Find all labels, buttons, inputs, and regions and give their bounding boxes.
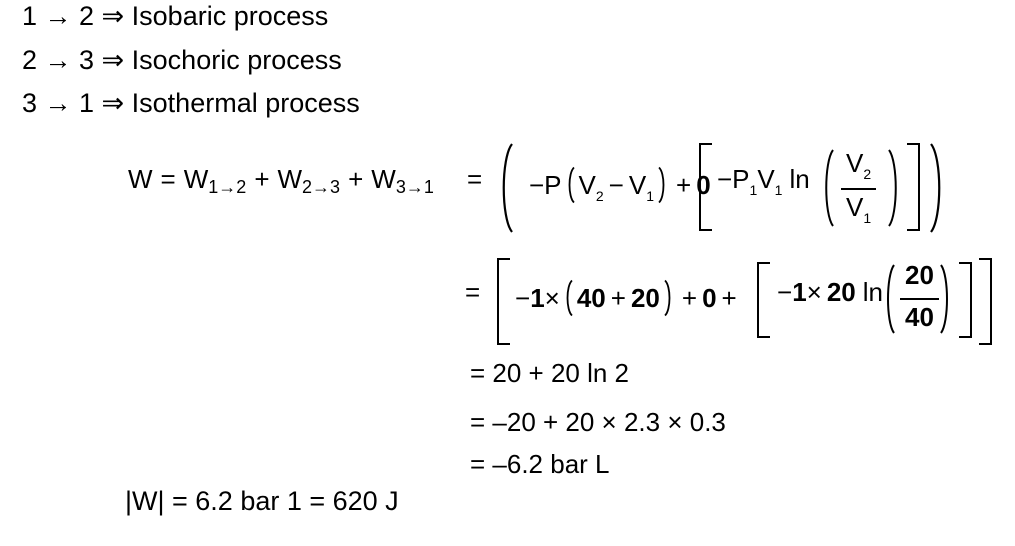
close-paren-outer bbox=[930, 143, 941, 233]
times-sign: × bbox=[544, 283, 560, 313]
process-line-isochoric: 2 → 3 ⇒ Isochoric process bbox=[22, 45, 342, 75]
fraction-bar bbox=[900, 298, 939, 300]
minus-sign: − bbox=[608, 170, 624, 200]
work-decomposition: W=W1→2+W2→3+W3→1 bbox=[128, 164, 434, 197]
result-line-2: = –20 + 20 × 2.3 × 0.3 bbox=[470, 407, 726, 437]
close-paren bbox=[888, 149, 897, 227]
equals-sign: = bbox=[465, 277, 481, 307]
open-paren bbox=[825, 149, 834, 227]
process-line-isobaric: 1 → 2 ⇒ Isobaric process bbox=[22, 1, 329, 31]
volume-ratio-fraction: V2 V1 bbox=[841, 148, 877, 231]
equals-sign: = bbox=[467, 164, 483, 194]
ln-operator: ln bbox=[862, 277, 884, 307]
fraction-numerator: V2 bbox=[846, 148, 872, 182]
fraction-bar bbox=[841, 188, 877, 190]
open-paren bbox=[887, 264, 895, 334]
plus-sign: + bbox=[676, 170, 692, 200]
open-paren bbox=[566, 279, 573, 317]
subscript-3-1: 3→1 bbox=[395, 177, 434, 197]
plus-sign: + bbox=[681, 283, 698, 313]
ln-operator: ln bbox=[789, 164, 810, 194]
plus-sign: + bbox=[348, 164, 364, 194]
close-bracket bbox=[907, 143, 920, 231]
plus-sign: + bbox=[721, 283, 737, 313]
close-bracket-outer bbox=[979, 258, 992, 345]
volume-ratio-values-fraction: 20 40 bbox=[900, 262, 939, 330]
plus-sign: + bbox=[254, 164, 270, 194]
w-symbol: W bbox=[128, 164, 153, 194]
numeric-term-isobaric: −1×40+20+0+ bbox=[515, 279, 742, 317]
fraction-numerator: 20 bbox=[905, 260, 934, 290]
fraction-denominator: 40 bbox=[905, 302, 934, 332]
result-line-1: = 20 + 20 ln 2 bbox=[470, 358, 630, 388]
fraction-denominator: V1 bbox=[846, 192, 872, 226]
plus-sign: + bbox=[610, 283, 626, 313]
result-line-3: = –6.2 bar L bbox=[470, 449, 610, 479]
subscript-1-2: 1→2 bbox=[208, 177, 247, 197]
times-sign: × bbox=[806, 277, 822, 307]
final-answer: |W| = 6.2 bar 1 = 620 J bbox=[125, 486, 399, 516]
minus-sign: − bbox=[515, 283, 531, 313]
open-bracket-inner bbox=[757, 262, 770, 338]
subscript-2-3: 2→3 bbox=[302, 177, 341, 197]
open-bracket bbox=[699, 143, 712, 231]
minus-sign: − bbox=[777, 277, 793, 307]
open-paren bbox=[568, 166, 575, 204]
equals-sign: = bbox=[160, 164, 176, 194]
open-bracket-outer bbox=[497, 258, 510, 345]
open-paren-outer bbox=[502, 143, 513, 233]
close-paren bbox=[664, 279, 671, 317]
close-bracket-inner bbox=[959, 262, 972, 338]
close-paren bbox=[658, 166, 665, 204]
process-line-isothermal: 3 → 1 ⇒ Isothermal process bbox=[22, 88, 360, 118]
close-paren bbox=[940, 264, 948, 334]
